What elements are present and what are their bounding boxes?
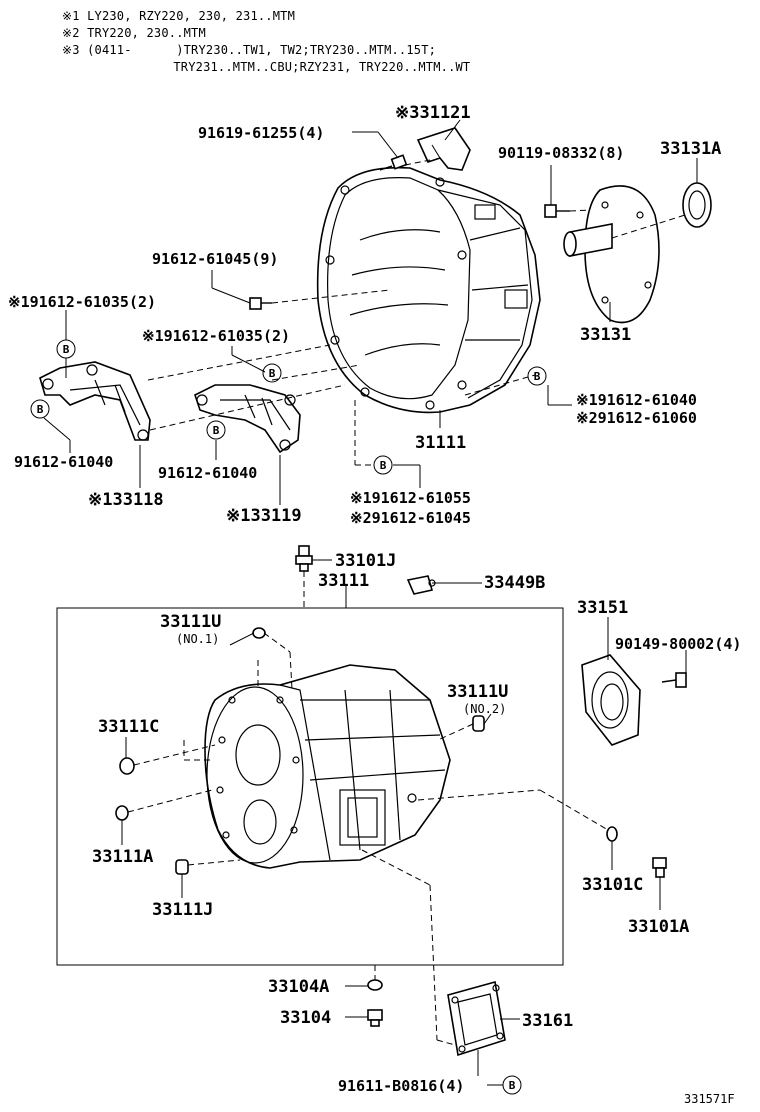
breather-plug-33101J	[295, 545, 313, 572]
plug-33111A	[115, 805, 129, 821]
clutch-housing-illustration	[316, 166, 541, 414]
transmission-case-illustration	[204, 664, 451, 869]
plug-33111U-no2	[472, 715, 485, 732]
plug-33101A	[652, 857, 667, 878]
label-33104A: 33104A	[268, 977, 329, 997]
housing-bracket-31121	[416, 127, 471, 171]
lower-leader-lines	[121, 559, 687, 1086]
svg-text:B: B	[534, 370, 541, 383]
label-91611-B0816: 91611-B0816(4)	[338, 1077, 464, 1095]
lower-alignment-lines	[127, 571, 609, 1046]
label-33111U-no1: 33111U	[160, 612, 221, 632]
ref-marker-b-5: B	[527, 366, 547, 386]
label-33131: 33131	[580, 325, 631, 345]
label-291612-61045: ※291612-61045	[350, 509, 471, 527]
label-191612-61040: ※191612-61040	[576, 391, 697, 409]
bolt-90119-08332	[544, 204, 570, 218]
label-33131A: 33131A	[660, 139, 721, 159]
label-91612-61045-9: 91612-61045(9)	[152, 250, 278, 268]
label-33449B: 33449B	[484, 573, 545, 593]
label-191612-61035-b: ※191612-61035(2)	[142, 327, 290, 345]
upper-alignment-lines	[147, 159, 686, 466]
svg-text:B: B	[269, 367, 276, 380]
applicability-note-2: ※2 TRY220, 230..MTM	[62, 26, 206, 40]
applicability-note-4: TRY231..MTM..CBU;RZY231, TRY220..MTM..WT	[62, 60, 471, 74]
label-33118: ※133118	[88, 490, 164, 510]
label-33111C: 33111C	[98, 717, 159, 737]
svg-text:B: B	[213, 424, 220, 437]
label-31121: ※331121	[395, 103, 471, 123]
label-33101J: 33101J	[335, 551, 396, 571]
label-33111U-no2: 33111U	[447, 682, 508, 702]
label-33111U-no1-sub: (NO.1)	[176, 632, 219, 646]
cover-33161	[447, 980, 506, 1057]
plug-33111J	[175, 859, 189, 875]
ref-marker-b-1: B	[56, 339, 76, 359]
bracket-33119	[194, 384, 301, 454]
ref-marker-b-6: B	[373, 455, 393, 475]
label-33119: ※133119	[226, 506, 302, 526]
applicability-note-3: ※3 (0411- )TRY230..TW1, TW2;TRY230..MTM.…	[62, 43, 437, 57]
label-33111: 33111	[318, 571, 369, 591]
svg-text:B: B	[380, 459, 387, 472]
plug-33104A	[367, 979, 383, 991]
ref-marker-b-3: B	[262, 363, 282, 383]
label-33111A: 33111A	[92, 847, 153, 867]
label-91619-61255: 91619-61255(4)	[198, 124, 324, 142]
label-33104: 33104	[280, 1008, 331, 1028]
ref-marker-b-7: B	[502, 1075, 522, 1095]
clip-33449B	[406, 575, 436, 595]
bracket-33118	[39, 361, 151, 441]
oil-seal-33131A	[682, 182, 712, 228]
label-90149-80002: 90149-80002(4)	[615, 635, 741, 653]
plug-33111C	[119, 757, 135, 775]
applicability-note-1: ※1 LY230, RZY220, 230, 231..MTM	[62, 9, 295, 23]
label-33101C: 33101C	[582, 875, 643, 895]
rear-cover-33151	[581, 654, 641, 746]
label-33161: 33161	[522, 1011, 573, 1031]
label-33151: 33151	[577, 598, 628, 618]
svg-text:B: B	[37, 403, 44, 416]
bearing-retainer-33131	[563, 185, 660, 324]
label-31111: 31111	[415, 433, 466, 453]
illustration-code: 331571F	[684, 1092, 735, 1106]
plug-33101C	[606, 826, 618, 842]
svg-text:B: B	[63, 343, 70, 356]
label-91612-61040-b: 91612-61040	[158, 464, 257, 482]
plug-33111U-no1	[252, 627, 266, 639]
label-33111U-no2-sub: (NO.2)	[463, 702, 506, 716]
label-191612-61035-a: ※191612-61035(2)	[8, 293, 156, 311]
label-90119-08332: 90119-08332(8)	[498, 144, 624, 162]
label-33101A: 33101A	[628, 917, 689, 937]
label-33111J: 33111J	[152, 900, 213, 920]
upper-leader-lines	[43, 119, 698, 505]
svg-text:B: B	[509, 1079, 516, 1092]
plug-33104	[367, 1009, 383, 1027]
ref-marker-b-4: B	[206, 420, 226, 440]
bolt-91612-61045	[249, 297, 272, 310]
bolt-90149-80002	[661, 672, 687, 688]
assembly-33111-frame	[56, 595, 564, 966]
label-291612-61060: ※291612-61060	[576, 409, 697, 427]
ref-marker-b-2: B	[30, 399, 50, 419]
label-191612-61055: ※191612-61055	[350, 489, 471, 507]
label-91612-61040-a: 91612-61040	[14, 453, 113, 471]
